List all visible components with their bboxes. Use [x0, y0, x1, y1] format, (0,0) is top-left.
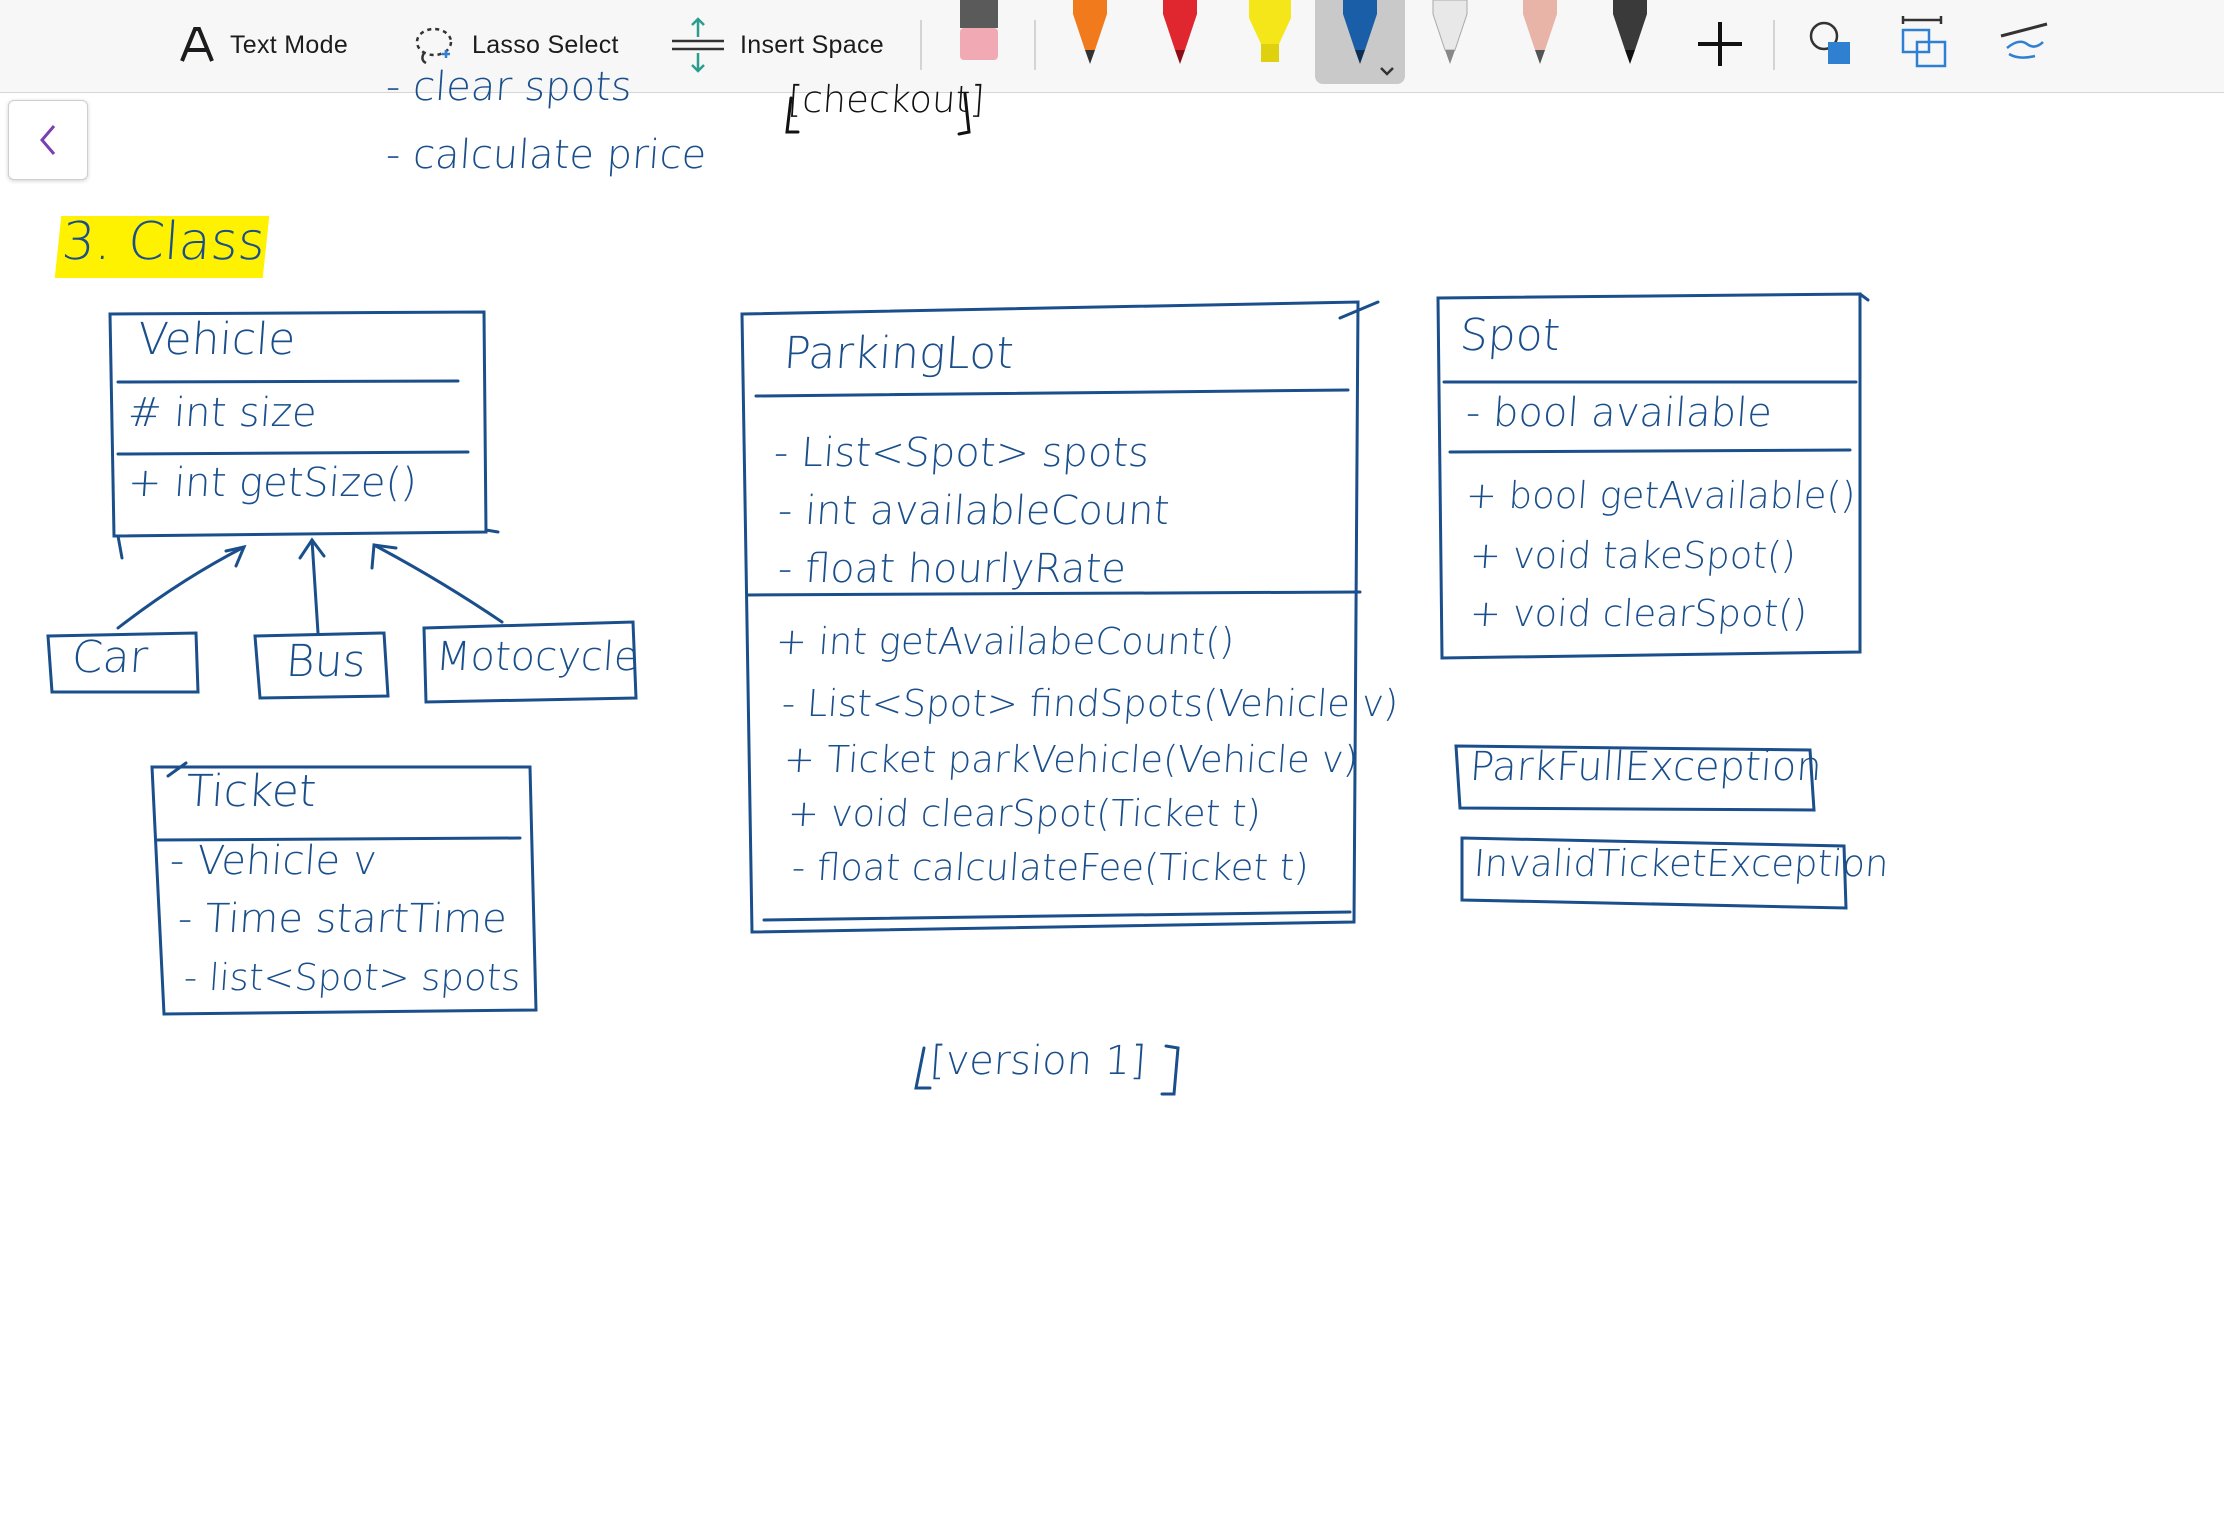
note-canvas[interactable]: - clear spots - calculate price [checkou… [0, 64, 2224, 1531]
parkinglot-method: + Ticket parkVehicle(Vehicle v) [782, 738, 1360, 781]
section-title: 3. Class [59, 212, 268, 272]
park-full-exception: ParkFullException [1468, 744, 1824, 790]
parkinglot-method: + void clearSpot(Ticket t) [786, 792, 1263, 835]
dark-gray-pen-icon [1613, 0, 1647, 64]
parkinglot-method: - float calculateFee(Ticket t) [790, 846, 1311, 889]
red-pen-icon [1163, 0, 1197, 64]
ticket-attribute: - list<Spot> spots [182, 956, 523, 999]
checkout-label: [checkout] [786, 78, 986, 121]
blue-pen-tool[interactable] [1315, 0, 1405, 84]
pink-pencil-tool[interactable] [1505, 0, 1575, 78]
dark-gray-pen-tool[interactable] [1595, 0, 1665, 78]
bus-class-name: Bus [284, 636, 368, 687]
toolbar-divider [1034, 20, 1036, 70]
orange-pen-icon [1073, 0, 1107, 64]
ticket-attribute: - Time startTime [176, 896, 509, 942]
motocycle-class-name: Motocycle [434, 634, 641, 680]
eraser-tool[interactable] [944, 0, 1014, 78]
spot-class-name: Spot [1458, 310, 1562, 361]
white-pen-tool[interactable] [1415, 0, 1485, 78]
ticket-class-name: Ticket [184, 766, 318, 817]
orange-pen-tool[interactable] [1055, 0, 1125, 78]
spot-method: + bool getAvailable() [1464, 474, 1857, 517]
invalid-ticket-exception: InvalidTicketException [1472, 842, 1891, 885]
yellow-highlighter-icon [1249, 0, 1291, 62]
resize-icon [1901, 16, 1947, 68]
vehicle-attribute: # int size [126, 390, 319, 436]
red-pen-tool[interactable] [1145, 0, 1215, 78]
toolbar-divider [1773, 20, 1775, 70]
spot-method: + void takeSpot() [1468, 534, 1798, 577]
blue-pen-icon [1343, 0, 1394, 76]
parkinglot-method: - List<Spot> findSpots(Vehicle v) [780, 682, 1400, 725]
parkinglot-attribute: - List<Spot> spots [772, 430, 1151, 476]
version-label: [version 1] [928, 1038, 1148, 1084]
touch-writing-button[interactable] [1995, 14, 2055, 74]
vehicle-class-name: Vehicle [136, 314, 298, 365]
parkinglot-attribute: - int availableCount [776, 488, 1171, 534]
car-class-name: Car [70, 632, 150, 683]
insert-space-icon [670, 17, 726, 73]
text-mode-icon [178, 25, 216, 65]
chevron-down-icon [1380, 67, 1394, 76]
text-mode-label: Text Mode [230, 30, 349, 59]
lasso-icon [412, 24, 458, 66]
add-pen-button[interactable] [1690, 14, 1750, 74]
parkinglot-attribute: - float hourlyRate [776, 546, 1128, 592]
note-line-calculate-price: - calculate price [384, 132, 708, 178]
lasso-select-button[interactable]: Lasso Select [412, 0, 619, 90]
back-button[interactable] [8, 100, 88, 180]
resize-button[interactable] [1895, 14, 1955, 74]
spot-method: + void clearSpot() [1468, 592, 1809, 635]
lasso-select-label: Lasso Select [472, 30, 619, 59]
shapes-icon [1809, 21, 1850, 64]
yellow-highlighter-tool[interactable] [1235, 0, 1305, 78]
vehicle-method: + int getSize() [126, 460, 419, 506]
hand-writing-icon [2000, 22, 2048, 59]
parkinglot-class-name: ParkingLot [782, 328, 1016, 379]
ticket-attribute: - Vehicle v [168, 838, 379, 884]
shapes-button[interactable] [1800, 14, 1860, 74]
plus-icon [1698, 22, 1742, 66]
toolbar-divider [920, 20, 922, 70]
parkinglot-method: + int getAvailabeCount() [774, 620, 1236, 663]
spot-attribute: - bool available [1464, 390, 1774, 436]
insert-space-button[interactable]: Insert Space [670, 0, 884, 90]
ink-strokes [46, 92, 1870, 1096]
text-mode-button[interactable]: Text Mode [178, 0, 348, 90]
white-pen-icon [1432, 0, 1468, 64]
insert-space-label: Insert Space [740, 30, 884, 59]
chevron-left-icon [40, 125, 56, 155]
eraser-icon [960, 0, 998, 60]
toolbar: Text Mode Lasso Select Insert Space [0, 0, 2224, 93]
note-line-clear-spots: - clear spots [384, 64, 634, 110]
pink-pencil-icon [1523, 0, 1557, 64]
